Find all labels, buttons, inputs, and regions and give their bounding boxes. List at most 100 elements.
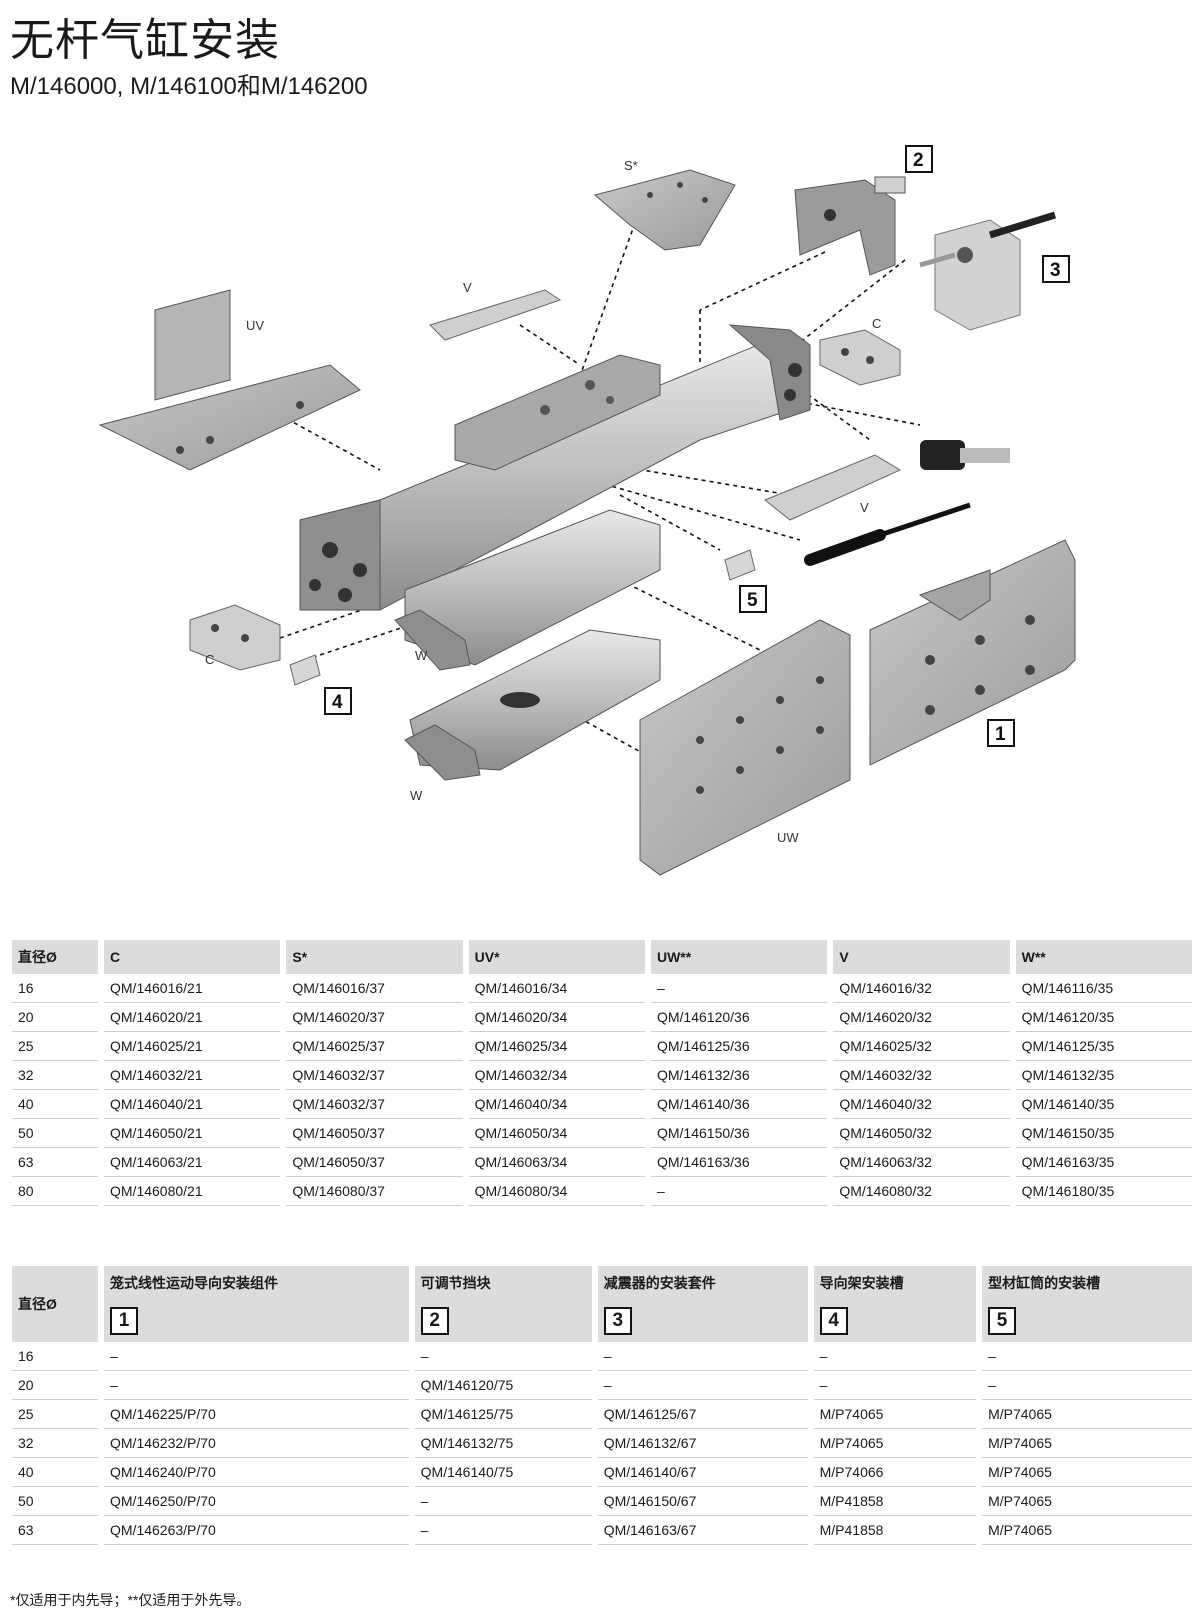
part-number-cell: QM/146132/36	[650, 1061, 828, 1090]
bore-cell: 63	[12, 1516, 98, 1545]
col-header-guide-kit: 笼式线性运动导向安装组件	[104, 1266, 409, 1300]
bore-cell: 50	[12, 1487, 98, 1516]
part-number-cell: M/P74065	[813, 1400, 977, 1429]
part-number-cell: QM/146116/35	[1015, 974, 1192, 1003]
c-mount-right-part	[819, 329, 901, 386]
part-number-cell: QM/146140/35	[1015, 1090, 1192, 1119]
bore-cell: 25	[12, 1032, 98, 1061]
part-number-cell: M/P41858	[813, 1487, 977, 1516]
part-number-cell: QM/146016/34	[468, 974, 645, 1003]
part-number-cell: QM/146063/34	[468, 1148, 645, 1177]
label-v-right: V	[860, 500, 869, 515]
shock-absorber-kit-part	[919, 211, 1057, 331]
part-number-cell: QM/146150/35	[1015, 1119, 1192, 1148]
v-mount-right-part	[764, 454, 902, 521]
s-bracket-part	[593, 169, 736, 251]
bore-cell: 32	[12, 1429, 98, 1458]
part-number-cell: QM/146080/21	[104, 1177, 281, 1206]
callout-4: 4	[332, 692, 343, 713]
part-number-cell: –	[813, 1371, 977, 1400]
uw-mount-part	[639, 619, 851, 876]
bore-cell: 20	[12, 1371, 98, 1400]
col-header-w: W**	[1015, 940, 1192, 974]
flow-control-fitting-part	[920, 440, 1010, 470]
bore-cell: 25	[12, 1400, 98, 1429]
part-number-cell: QM/146025/21	[104, 1032, 281, 1061]
part-number-cell: QM/146125/35	[1015, 1032, 1192, 1061]
part-number-cell: QM/146080/34	[468, 1177, 645, 1206]
label-w-bottom: W	[410, 788, 423, 803]
part-number-cell: QM/146025/32	[833, 1032, 1010, 1061]
cylinder-body	[299, 324, 811, 611]
part-number-cell: QM/146240/P/70	[104, 1458, 409, 1487]
part-number-cell: QM/146125/75	[414, 1400, 592, 1429]
callout-box-2	[905, 145, 933, 173]
part-number-cell: –	[650, 1177, 828, 1206]
uv-mount-part	[98, 289, 361, 471]
col-header-shock-absorber-kit: 减震器的安装套件	[597, 1266, 808, 1300]
part-number-cell: QM/146163/67	[597, 1516, 808, 1545]
part-number-cell: QM/146032/34	[468, 1061, 645, 1090]
callout-1: 1	[995, 724, 1006, 745]
part-number-cell: –	[414, 1342, 592, 1371]
part-number-cell: QM/146132/67	[597, 1429, 808, 1458]
bore-cell: 16	[12, 1342, 98, 1371]
part-number-cell: QM/146125/67	[597, 1400, 808, 1429]
part-number-cell: QM/146140/75	[414, 1458, 592, 1487]
part-number-cell: QM/146020/34	[468, 1003, 645, 1032]
part-number-cell: QM/146040/32	[833, 1090, 1010, 1119]
callout-5: 5	[747, 590, 758, 611]
part-number-cell: QM/146020/32	[833, 1003, 1010, 1032]
slot-nut-5-part	[724, 549, 756, 581]
col-header-s: S*	[286, 940, 463, 974]
number-box-5: 5	[988, 1307, 1017, 1335]
c-mount-left-part	[189, 604, 281, 671]
number-box-1: 1	[110, 1307, 138, 1335]
bore-cell: 50	[12, 1119, 98, 1148]
bore-cell: 20	[12, 1003, 98, 1032]
col-header-v: V	[833, 940, 1010, 974]
label-w-mid: W	[415, 648, 428, 663]
part-number-cell: QM/146150/36	[650, 1119, 828, 1148]
leader-lines	[279, 222, 921, 761]
bore-cell: 40	[12, 1458, 98, 1487]
part-number-cell: –	[813, 1342, 977, 1371]
part-number-cell: QM/146050/37	[286, 1119, 463, 1148]
part-number-cell: M/P74065	[982, 1516, 1192, 1545]
part-number-cell: QM/146063/32	[833, 1148, 1010, 1177]
bore-cell: 32	[12, 1061, 98, 1090]
table-number-row: 1 2 3 4 5	[12, 1300, 1192, 1342]
number-box-4: 4	[819, 1307, 848, 1335]
table-row: 20–QM/146120/75–––	[12, 1371, 1192, 1400]
part-number-cell: QM/146032/37	[286, 1061, 463, 1090]
page-subtitle: M/146000, M/146100和M/146200	[10, 73, 368, 100]
label-uv: UV	[246, 318, 264, 333]
part-number-cell: QM/146050/32	[833, 1119, 1010, 1148]
part-number-cell: QM/146263/P/70	[104, 1516, 409, 1545]
part-number-cell: QM/146025/34	[468, 1032, 645, 1061]
part-number-cell: M/P74065	[982, 1487, 1192, 1516]
col-header-adjustable-stop: 可调节挡块	[414, 1266, 592, 1300]
table-header-row: 直径Ø 笼式线性运动导向安装组件 可调节挡块 减震器的安装套件 导向架安装槽 型…	[12, 1266, 1192, 1342]
part-number-cell: QM/146120/36	[650, 1003, 828, 1032]
label-c-right: C	[872, 316, 881, 331]
part-number-cell: –	[414, 1487, 592, 1516]
label-c-left: C	[205, 652, 214, 667]
part-number-cell: –	[597, 1371, 808, 1400]
kit-table: 直径Ø 笼式线性运动导向安装组件 可调节挡块 减震器的安装套件 导向架安装槽 型…	[12, 1266, 1192, 1545]
col-header-uw: UW**	[650, 940, 828, 974]
label-uw: UW	[777, 830, 799, 845]
part-number-cell: QM/146020/37	[286, 1003, 463, 1032]
part-number-cell: –	[650, 974, 828, 1003]
label-s: S*	[624, 158, 638, 173]
